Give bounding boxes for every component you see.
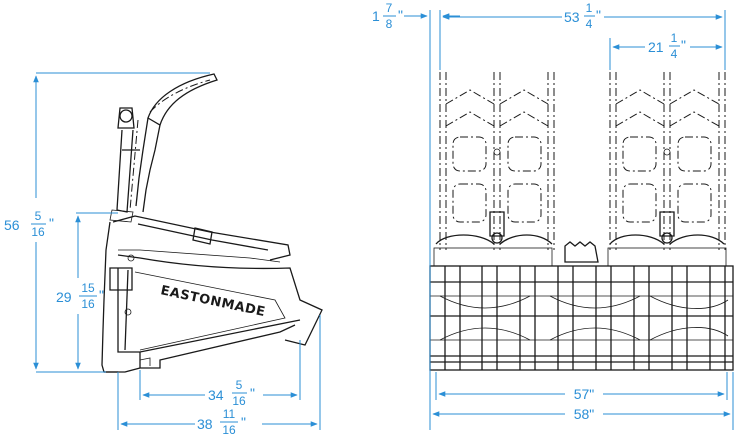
dim-grapple-span: 53 1 4 " <box>564 1 601 31</box>
dim-height-frame-whole: 29 <box>56 289 72 305</box>
front-grapple-left <box>439 72 555 250</box>
dim-height-frame-num: 15 <box>81 281 95 295</box>
dim-depth-total-whole: 38 <box>197 416 213 432</box>
dim-depth-total-den: 16 <box>222 423 236 437</box>
dim-grapple-width: 21 1 4 " <box>648 31 686 61</box>
dim-height-total-unit: " <box>49 215 54 231</box>
dim-width-inner: 57" <box>574 386 595 402</box>
dim-grapple-span-unit: " <box>596 7 601 23</box>
dim-height-total: 56 5 16 " <box>4 209 54 239</box>
dim-height-frame-den: 16 <box>81 297 95 311</box>
dim-grapple-span-den: 4 <box>586 17 593 31</box>
dim-depth-tines-num: 5 <box>236 378 243 392</box>
dim-grapple-width-whole: 21 <box>648 39 664 55</box>
front-bucket-frame <box>429 234 734 371</box>
dim-depth-tines-den: 16 <box>232 394 246 408</box>
dim-offset-den: 8 <box>386 17 393 31</box>
dim-width-outer: 58" <box>574 406 595 422</box>
dim-height-frame: 29 15 16 " <box>56 281 104 311</box>
dim-offset: 1 7 8 " <box>372 1 403 31</box>
dim-grapple-span-whole: 53 <box>564 9 580 25</box>
side-view: EASTONMADE 56 5 16 " 29 15 16 " <box>4 72 323 437</box>
dim-height-total-num: 5 <box>35 209 42 223</box>
dim-grapple-width-num: 1 <box>671 31 678 45</box>
dim-grapple-width-den: 4 <box>671 47 678 61</box>
dim-offset-unit: " <box>398 7 403 23</box>
brand-logo: EASTONMADE <box>159 283 267 320</box>
front-grapple-right <box>609 72 726 250</box>
dim-depth-tines: 34 5 16 " <box>208 378 255 408</box>
dim-grapple-width-unit: " <box>681 37 686 53</box>
dim-height-total-whole: 56 <box>4 217 20 233</box>
dim-offset-num: 7 <box>386 1 393 15</box>
side-grapple-arm <box>109 73 218 223</box>
side-frame <box>101 215 323 373</box>
dim-height-total-den: 16 <box>31 225 45 239</box>
dim-height-frame-unit: " <box>99 287 104 303</box>
dim-depth-total: 38 11 16 " <box>197 407 246 437</box>
dim-offset-whole: 1 <box>372 8 380 24</box>
front-coupler <box>564 241 599 263</box>
dim-grapple-span-num: 1 <box>586 1 593 15</box>
dim-depth-tines-whole: 34 <box>208 387 224 403</box>
dim-depth-total-num: 11 <box>223 407 236 421</box>
front-view: 1 7 8 " 53 1 4 " 21 1 4 " 57" <box>372 1 734 430</box>
dim-depth-total-unit: " <box>241 414 246 430</box>
dim-depth-tines-unit: " <box>250 385 255 401</box>
